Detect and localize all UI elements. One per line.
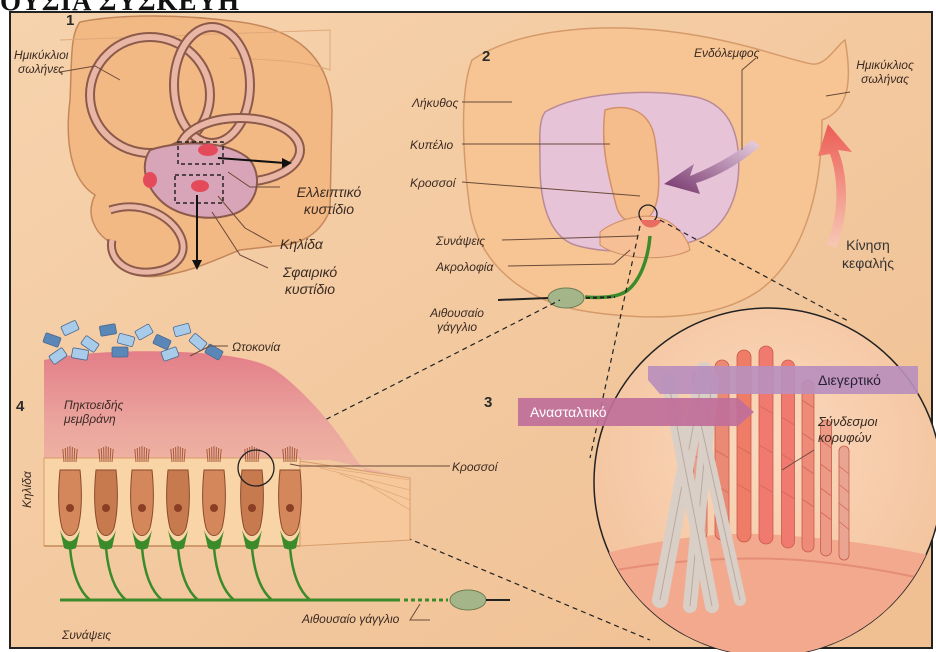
label-vestibular-ganglion-panel4: Αιθουσαίο γάγγλιο [302, 612, 399, 626]
label-inhibitory: Ανασταλτικό [530, 404, 607, 420]
label-utricle: Ελλειπτικό κυστίδιο [284, 184, 374, 218]
label-vestibular-ganglion-panel2-line2: γάγγλιο [422, 320, 492, 334]
label-head-movement: Κίνηση κεφαλής [832, 236, 904, 272]
panel2-number: 2 [482, 48, 490, 65]
label-vestibular-ganglion-panel2-line1: Αιθουσαίο [422, 306, 492, 320]
label-saccule-line1: Σφαιρικό [270, 264, 350, 281]
label-endolymph: Ενδόλεμφος [694, 46, 759, 60]
page-title: ΟΥΣΙΑ ΣΥΣΚΕΥΗ [0, 0, 240, 17]
label-gelatinous-membrane: Πηκτοειδής μεμβράνη [64, 398, 123, 426]
label-tip-links-line1: Σύνδεσμοι [818, 414, 877, 430]
label-semicircular-canals-line2: σωλήνες [14, 62, 68, 76]
label-ampulla: Λήκυθος [412, 96, 458, 110]
panel3-number: 3 [484, 394, 492, 411]
label-semicircular-canal-line1: Ημικύκλιος [850, 58, 920, 72]
label-macula: Κηλίδα [280, 236, 323, 253]
label-synapses-panel2: Συνάψεις [436, 234, 485, 248]
label-hair-cells-panel4: Κροσσοί [452, 460, 497, 474]
label-gelatinous-membrane-line2: μεμβράνη [64, 412, 123, 426]
label-gelatinous-membrane-line1: Πηκτοειδής [64, 398, 123, 412]
label-semicircular-canals: Ημικύκλιοι σωλήνες [14, 48, 68, 76]
label-otoconia: Ωτοκονία [232, 340, 280, 354]
label-head-movement-line1: Κίνηση [832, 236, 904, 254]
label-semicircular-canals-line1: Ημικύκλιοι [14, 48, 68, 62]
label-semicircular-canal: Ημικύκλιος σωλήνας [850, 58, 920, 86]
label-semicircular-canal-line2: σωλήνας [850, 72, 920, 86]
label-vestibular-ganglion-panel2: Αιθουσαίο γάγγλιο [422, 306, 492, 334]
label-excitatory: Διεγερτικό [818, 372, 881, 388]
label-saccule-line2: κυστίδιο [270, 281, 350, 298]
label-cupula: Κυπέλιο [410, 138, 453, 152]
stereocilium [839, 446, 849, 560]
stereocilium [802, 380, 814, 552]
otoconium-crystal [112, 347, 128, 357]
panel1-number: 1 [66, 12, 74, 29]
label-synapses-panel4: Συνάψεις [62, 628, 111, 642]
panel4-number: 4 [16, 398, 24, 415]
label-hair-cells-panel2: Κροσσοί [410, 176, 455, 190]
label-crista: Ακρολοφία [436, 260, 493, 274]
label-utricle-line1: Ελλειπτικό [284, 184, 374, 201]
label-head-movement-line2: κεφαλής [832, 254, 904, 272]
label-tip-links-line2: κορυφών [818, 430, 877, 446]
label-macula-vertical: Κηλίδα [20, 471, 34, 508]
label-utricle-line2: κυστίδιο [284, 201, 374, 218]
label-saccule: Σφαιρικό κυστίδιο [270, 264, 350, 298]
label-tip-links: Σύνδεσμοι κορυφών [818, 414, 877, 446]
